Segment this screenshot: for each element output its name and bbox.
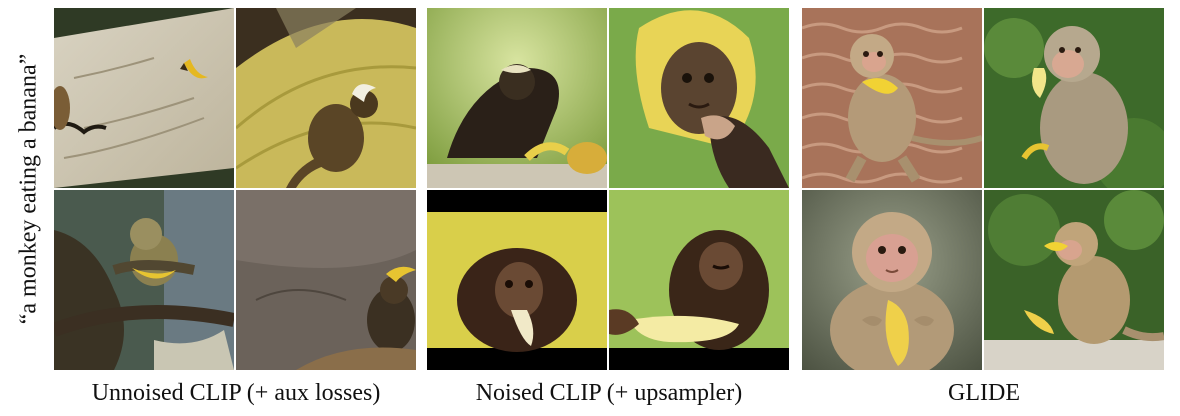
sample-image <box>609 8 789 188</box>
group-caption: Noised CLIP (+ upsampler) <box>475 380 743 406</box>
group-glide: GLIDE <box>802 8 1166 406</box>
image-grid <box>802 8 1164 370</box>
prompt-label: “a monkey eating a banana” <box>15 53 42 325</box>
group-caption: GLIDE <box>948 380 1020 406</box>
sample-image <box>427 190 607 370</box>
sample-image <box>236 190 416 370</box>
group-noised-clip: Noised CLIP (+ upsampler) <box>427 8 791 406</box>
sample-image <box>54 8 234 188</box>
sample-image <box>984 190 1164 370</box>
sample-image <box>54 190 234 370</box>
prompt-label-container: “a monkey eating a banana” <box>12 6 46 372</box>
sample-image <box>427 8 607 188</box>
image-grid <box>54 8 416 370</box>
sample-image <box>802 8 982 188</box>
sample-image <box>802 190 982 370</box>
sample-image <box>236 8 416 188</box>
group-unnoised-clip: Unnoised CLIP (+ aux losses) <box>54 8 418 406</box>
image-grid <box>427 8 789 370</box>
sample-image <box>609 190 789 370</box>
group-caption: Unnoised CLIP (+ aux losses) <box>91 380 381 406</box>
sample-image <box>984 8 1164 188</box>
